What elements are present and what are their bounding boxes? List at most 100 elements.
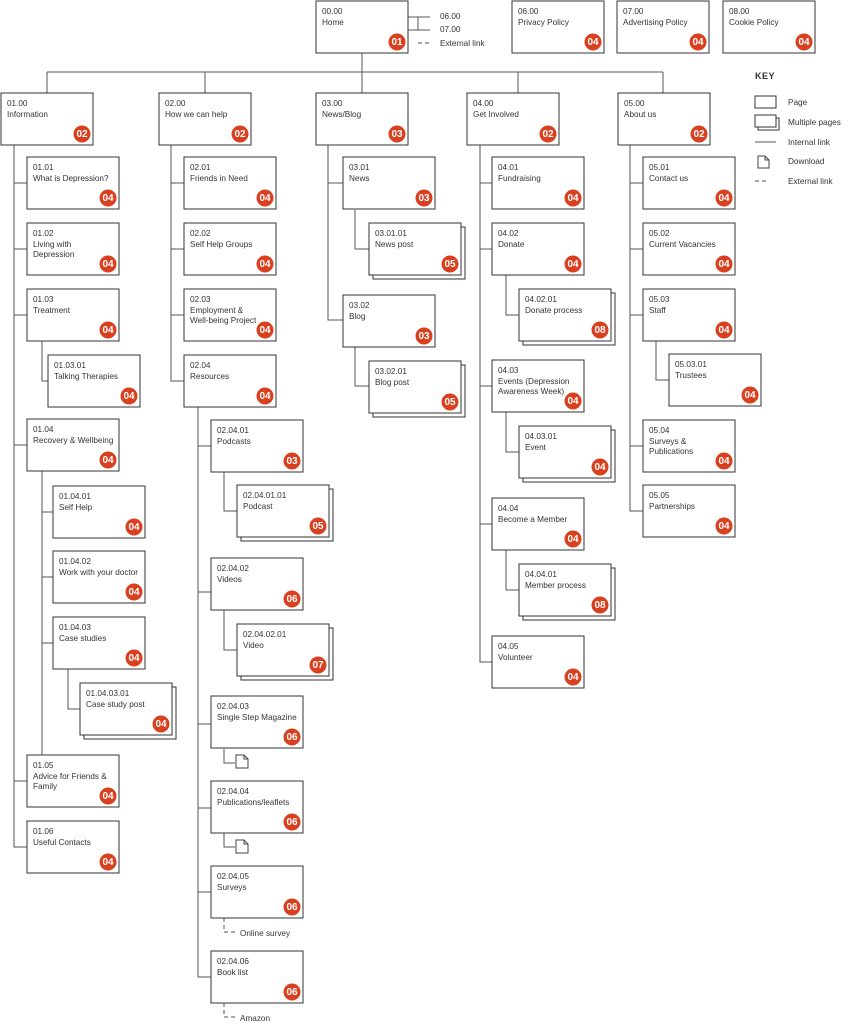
page-label: Recovery & Wellbeing xyxy=(33,436,114,445)
page-label: Trustees xyxy=(675,371,707,380)
template-badge-number: 04 xyxy=(744,390,756,401)
template-badge-number: 05 xyxy=(444,397,456,408)
page-label: Self Help Groups xyxy=(190,240,252,249)
template-badge-number: 04 xyxy=(259,325,271,336)
template-badge-number: 04 xyxy=(718,193,730,204)
page-label: Blog xyxy=(349,312,366,321)
template-badge-number: 01 xyxy=(391,37,403,48)
home-external-link-label: External link xyxy=(440,39,486,48)
template-badge xyxy=(564,189,582,207)
page-code: 01.04.03 xyxy=(59,623,91,632)
template-badge-number: 04 xyxy=(102,455,114,466)
page-label: What is Depression? xyxy=(33,174,109,183)
page-box xyxy=(210,780,304,834)
page-label: Videos xyxy=(217,575,242,584)
template-badge xyxy=(591,458,609,476)
page-label: Talking Therapies xyxy=(54,372,118,381)
page-code: 03.01.01 xyxy=(375,229,407,238)
internal-link-line xyxy=(354,210,369,250)
key-download-icon xyxy=(757,155,770,169)
page-code: 04.01 xyxy=(498,163,519,172)
page-box xyxy=(52,485,146,539)
page-label: Surveys xyxy=(217,883,247,892)
page-code: 02.04.02 xyxy=(217,564,249,573)
page-label: Become a Member xyxy=(498,515,567,524)
page-code: 02.02 xyxy=(190,229,211,238)
template-badge xyxy=(715,255,733,273)
internal-link-line xyxy=(479,145,492,663)
template-badge xyxy=(591,596,609,614)
page-label: Contact us xyxy=(649,174,688,183)
page-label: Member process xyxy=(525,581,586,590)
template-badge-number: 04 xyxy=(718,259,730,270)
online-survey-link-label: Online survey xyxy=(240,929,291,938)
template-badge-number: 03 xyxy=(418,331,430,342)
page-code: 04.02.01 xyxy=(525,295,557,304)
template-badge xyxy=(309,517,327,535)
page-code: 08.00 xyxy=(729,7,750,16)
page-code: 01.06 xyxy=(33,827,54,836)
template-badge-number: 04 xyxy=(718,325,730,336)
page-label: Self Help xyxy=(59,503,93,512)
internal-link-line xyxy=(354,347,369,387)
page-code: 04.04 xyxy=(498,504,519,513)
page-code: 03.02 xyxy=(349,301,370,310)
template-badge-number: 04 xyxy=(128,522,140,533)
template-badge xyxy=(283,983,301,1001)
template-badge-number: 05 xyxy=(312,521,324,532)
template-badge-number: 06 xyxy=(286,594,298,605)
page-code: 05.01 xyxy=(649,163,670,172)
template-badge xyxy=(584,33,602,51)
page-label: Event xyxy=(525,443,547,452)
page-code: 05.05 xyxy=(649,491,670,500)
page-label: Advertising Policy xyxy=(623,18,689,27)
template-badge-number: 04 xyxy=(259,391,271,402)
page-label: Employment &Well-being Project xyxy=(190,306,257,325)
template-badge xyxy=(283,728,301,746)
page-label: Video xyxy=(243,641,264,650)
key-download-label: Download xyxy=(788,157,825,166)
template-badge xyxy=(99,853,117,871)
page-code: 04.03 xyxy=(498,366,519,375)
template-badge-number: 04 xyxy=(155,719,167,730)
page-code: 03.00 xyxy=(322,99,343,108)
template-badge xyxy=(99,451,117,469)
template-badge xyxy=(388,33,406,51)
page-label: Information xyxy=(7,110,48,119)
page-code: 01.04.03.01 xyxy=(86,689,130,698)
template-badge xyxy=(715,517,733,535)
template-badge-number: 03 xyxy=(286,456,298,467)
internal-link-line xyxy=(223,472,237,512)
internal-link-line xyxy=(223,833,235,848)
page-label: Publications/leaflets xyxy=(217,798,289,807)
template-badge-number: 08 xyxy=(594,325,606,336)
page-label: Current Vacancies xyxy=(649,240,716,249)
template-badge xyxy=(690,125,708,143)
key-external-link-label: External link xyxy=(788,177,834,186)
key-internal-link-label: Internal link xyxy=(788,138,831,147)
page-label: Surveys &Publications xyxy=(649,437,693,456)
page-code: 01.00 xyxy=(7,99,28,108)
page-label: Home xyxy=(322,18,344,27)
template-badge-number: 06 xyxy=(286,817,298,828)
template-badge xyxy=(99,321,117,339)
